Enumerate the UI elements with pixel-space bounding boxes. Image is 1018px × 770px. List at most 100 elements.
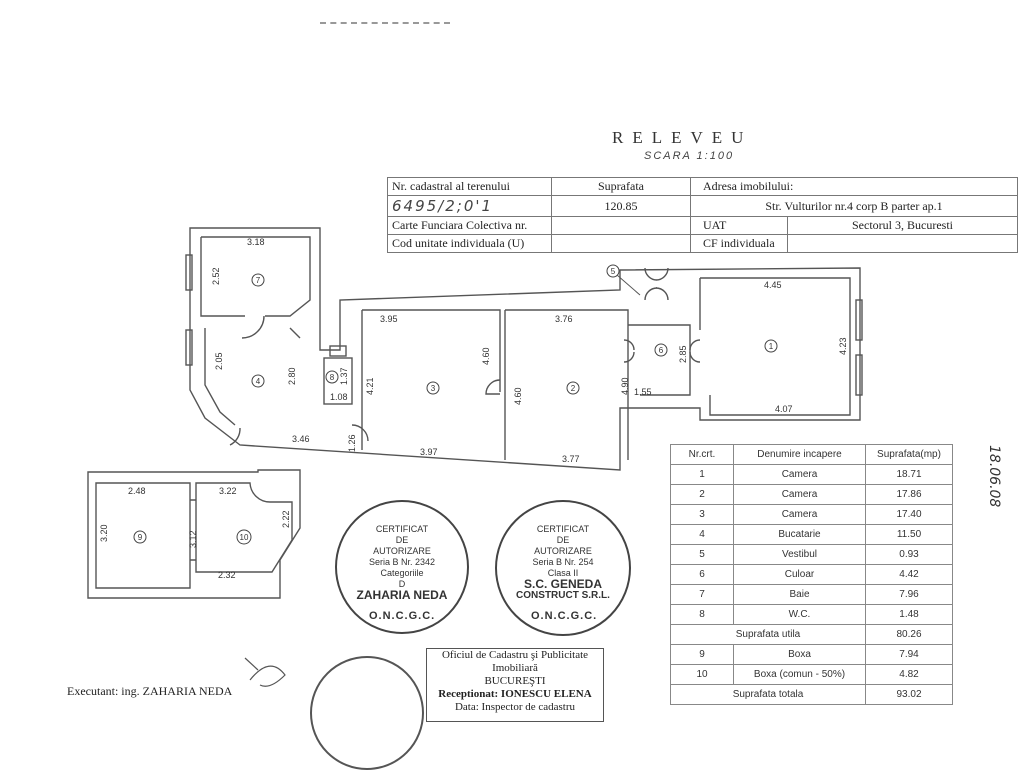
stamp-ring-bottom: O.N.C.G.C. <box>369 610 436 622</box>
suprafata-totala-label: Suprafata totala <box>670 684 866 705</box>
stamp-line: Seria B Nr. 254 <box>532 557 594 567</box>
row-nr: 5 <box>670 544 734 565</box>
col-header-denumire: Denumire incapere <box>733 444 866 465</box>
svg-text:4.07: 4.07 <box>775 404 793 414</box>
svg-text:7: 7 <box>256 276 261 285</box>
svg-text:4.45: 4.45 <box>764 280 782 290</box>
row-area: 17.40 <box>865 504 953 525</box>
row-name: Baie <box>733 584 866 605</box>
svg-text:4.23: 4.23 <box>838 337 848 355</box>
svg-text:3.97: 3.97 <box>420 447 438 457</box>
row-nr: 8 <box>670 604 734 625</box>
svg-text:3.20: 3.20 <box>99 524 109 542</box>
row-area: 4.82 <box>865 664 953 685</box>
svg-text:1.37: 1.37 <box>339 367 349 385</box>
cf-individuala-value <box>787 234 1018 253</box>
stamp-line: AUTORIZARE <box>534 546 592 556</box>
col-header-nr: Nr.crt. <box>670 444 734 465</box>
receptionat-label: Receptionat: IONESCU ELENA <box>438 688 592 700</box>
svg-text:5: 5 <box>611 267 616 276</box>
executant-label: Executant: ing. ZAHARIA NEDA <box>67 684 233 698</box>
col-header-suprafata: Suprafata(mp) <box>865 444 953 465</box>
date-side-note: 18.06.08 <box>986 445 1002 507</box>
svg-text:6: 6 <box>659 346 664 355</box>
row-name: Bucatarie <box>733 524 866 545</box>
stamp-line: Categoriile <box>380 568 424 578</box>
row-name: Vestibul <box>733 544 866 565</box>
svg-text:9: 9 <box>138 533 143 542</box>
row-nr: 1 <box>670 464 734 485</box>
stamp-line: CERTIFICAT <box>536 524 590 534</box>
svg-text:2.48: 2.48 <box>128 486 146 496</box>
suprafata-utila-label: Suprafata utila <box>670 624 866 645</box>
stamp-name-2: CONSTRUCT S.R.L. <box>516 590 610 601</box>
svg-text:3.77: 3.77 <box>562 454 580 464</box>
document-title: RELEVEU <box>612 128 753 147</box>
svg-text:8: 8 <box>330 373 335 382</box>
stamp-line: Clasa II <box>547 568 579 578</box>
cf-individuala-label: CF individuala <box>690 234 788 253</box>
svg-text:3.95: 3.95 <box>380 314 398 324</box>
row-area: 1.48 <box>865 604 953 625</box>
ocpi-city: BUCUREŞTI <box>484 675 546 687</box>
row-name: W.C. <box>733 604 866 625</box>
header-info-table: Nr. cadastral al terenului Suprafata Adr… <box>387 177 1018 253</box>
row-area: 11.50 <box>865 524 953 545</box>
row-nr: 4 <box>670 524 734 545</box>
svg-text:2.52: 2.52 <box>211 267 221 285</box>
svg-text:1.55: 1.55 <box>634 387 652 397</box>
stamp-name: ZAHARIA NEDA <box>356 588 448 602</box>
svg-text:3.12: 3.12 <box>188 530 198 548</box>
stamp-line: DE <box>556 535 570 545</box>
svg-text:2.05: 2.05 <box>214 352 224 370</box>
ocpi-round-stamp <box>310 656 424 770</box>
svg-text:1: 1 <box>769 342 774 351</box>
stamp-line: CERTIFICAT <box>375 524 429 534</box>
row-nr: 7 <box>670 584 734 605</box>
ocpi-title: Oficiul de Cadastru şi Publicitate Imobi… <box>441 649 589 674</box>
svg-text:4.60: 4.60 <box>481 347 491 365</box>
svg-text:1.26: 1.26 <box>347 434 357 452</box>
row-nr: 6 <box>670 564 734 585</box>
row-name: Culoar <box>733 564 866 585</box>
svg-text:2.85: 2.85 <box>678 345 688 363</box>
svg-text:4: 4 <box>256 377 261 386</box>
scale-label: SCARA 1:100 <box>644 150 735 162</box>
row-name: Camera <box>733 464 866 485</box>
row-area: 18.71 <box>865 464 953 485</box>
row-name: Boxa <box>733 644 866 665</box>
stamp-line: AUTORIZARE <box>373 546 431 556</box>
stamp-geneda-construct: CERTIFICAT DE AUTORIZARE Seria B Nr. 254… <box>495 500 631 636</box>
svg-text:2.22: 2.22 <box>281 510 291 528</box>
row-nr: 10 <box>670 664 734 685</box>
suprafata-totala-value: 93.02 <box>865 684 953 705</box>
row-area: 0.93 <box>865 544 953 565</box>
row-name: Camera <box>733 504 866 525</box>
adresa-value: Str. Vulturilor nr.4 corp B parter ap.1 <box>690 195 1018 217</box>
suprafata-label: Suprafata <box>551 177 691 196</box>
svg-text:4.21: 4.21 <box>365 377 375 395</box>
floor-plan: 3.18 2.52 2.05 2.80 3.46 1.37 1.08 1.26 … <box>87 227 1002 599</box>
svg-text:1.08: 1.08 <box>330 392 348 402</box>
svg-text:3.76: 3.76 <box>555 314 573 324</box>
row-area: 7.94 <box>865 644 953 665</box>
svg-text:3: 3 <box>431 384 436 393</box>
stamp-line: D <box>398 579 406 589</box>
stamp-line: Seria B Nr. 2342 <box>368 557 436 567</box>
suprafata-utila-value: 80.26 <box>865 624 953 645</box>
rooms-area-table: Nr.crt. Denumire incapere Suprafata(mp) … <box>670 444 953 705</box>
signature <box>244 657 286 687</box>
svg-text:2: 2 <box>571 384 576 393</box>
stamp-name: S.C. GENEDA <box>523 577 602 591</box>
